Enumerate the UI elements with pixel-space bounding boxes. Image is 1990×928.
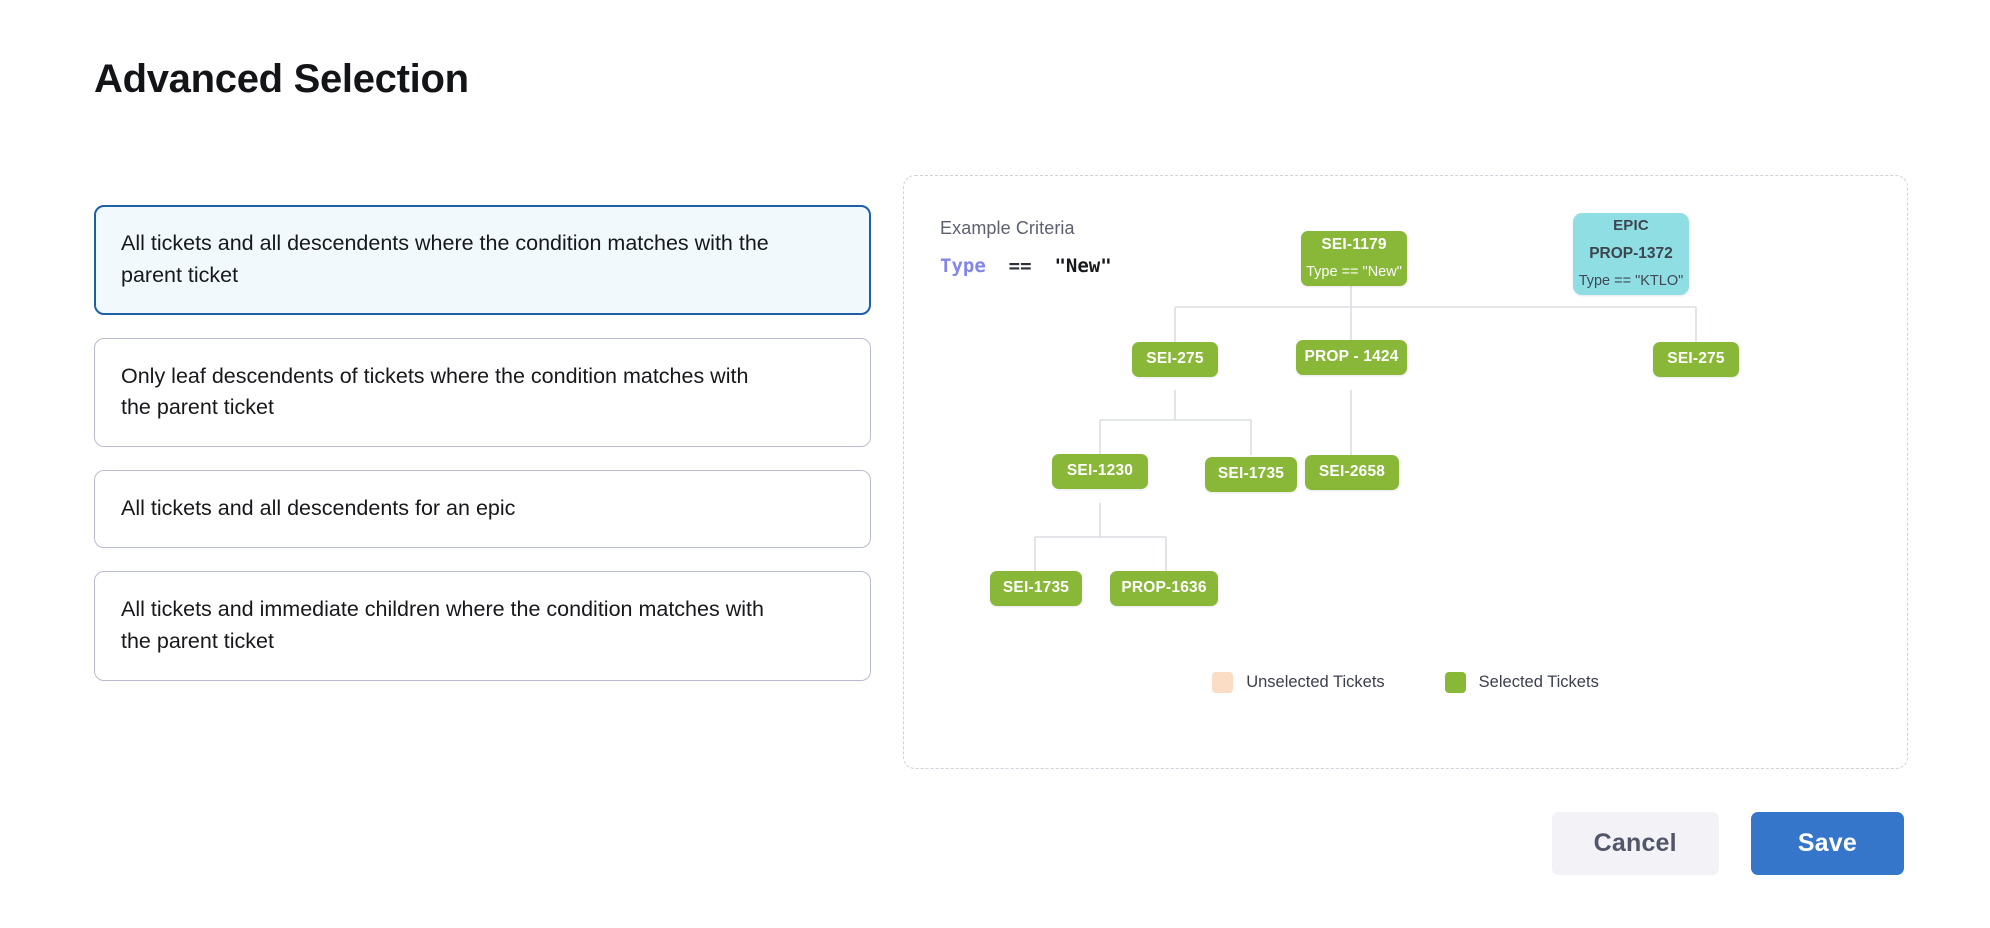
tree-node-sei-275-left[interactable]: SEI-275 [1132,342,1218,377]
tree-node-sei-1735-leaf[interactable]: SEI-1735 [990,571,1082,606]
tree-node-sei-1735-mid[interactable]: SEI-1735 [1205,457,1297,492]
node-condition: Type == "New" [1306,263,1402,280]
node-id: SEI-1735 [1217,465,1285,483]
criteria-field: Type [940,255,986,277]
tree-node-sei-1230[interactable]: SEI-1230 [1052,454,1148,489]
node-kind: EPIC [1613,217,1649,235]
node-id: SEI-1230 [1066,462,1134,480]
node-condition: Type == "KTLO" [1578,273,1684,290]
diagram-legend: Unselected Tickets Selected Tickets [904,672,1907,693]
option-label: All tickets and all descendents where th… [121,231,769,287]
tree-node-sei-1179[interactable]: SEI-1179 Type == "New" [1301,231,1407,286]
option-label: All tickets and all descendents for an e… [121,496,516,521]
tree-node-prop-1636[interactable]: PROP-1636 [1110,571,1218,606]
selection-options-list: All tickets and all descendents where th… [94,205,871,681]
ticket-tree: SEI-1179 Type == "New" EPIC PROP-1372 Ty… [904,176,1909,770]
example-criteria: Example Criteria Type == "New" [940,218,1112,277]
page-title: Advanced Selection [94,57,469,101]
tree-node-prop-1424[interactable]: PROP - 1424 [1296,340,1407,375]
option-card-all-descendents[interactable]: All tickets and all descendents where th… [94,205,871,315]
legend-item-selected: Selected Tickets [1444,672,1599,693]
node-id: SEI-275 [1146,350,1204,368]
criteria-operator: == [1008,255,1032,277]
tree-node-sei-2658[interactable]: SEI-2658 [1305,455,1399,490]
legend-label: Unselected Tickets [1246,673,1385,691]
tree-node-sei-275-right[interactable]: SEI-275 [1653,342,1739,377]
node-id: SEI-1735 [1002,579,1070,597]
node-id: SEI-1179 [1321,236,1387,253]
node-id: PROP-1636 [1121,579,1207,597]
node-id: SEI-275 [1667,350,1725,368]
legend-label: Selected Tickets [1478,673,1599,691]
option-card-immediate-children[interactable]: All tickets and immediate children where… [94,571,871,681]
cancel-button[interactable]: Cancel [1551,812,1719,875]
selected-ticket-swatch-icon [1444,672,1466,693]
unselected-ticket-swatch-icon [1212,672,1234,693]
criteria-expression: Type == "New" [940,255,1112,277]
node-id: PROP-1372 [1589,245,1673,263]
tree-node-epic-prop-1372[interactable]: EPIC PROP-1372 Type == "KTLO" [1573,213,1689,295]
option-card-leaf-descendents[interactable]: Only leaf descendents of tickets where t… [94,337,871,448]
option-label: Only leaf descendents of tickets where t… [121,363,749,420]
option-card-epic-descendents[interactable]: All tickets and all descendents for an e… [94,470,871,549]
node-id: PROP - 1424 [1304,348,1399,366]
option-label: All tickets and immediate children where… [121,597,764,653]
criteria-value: "New" [1054,255,1112,277]
save-button[interactable]: Save [1750,812,1904,875]
example-diagram-panel: Example Criteria Type == "New" [903,175,1908,769]
node-id: SEI-2658 [1318,463,1386,481]
legend-item-unselected: Unselected Tickets [1212,672,1385,693]
criteria-heading: Example Criteria [940,218,1075,238]
dialog-footer: Cancel Save [1551,812,1904,875]
